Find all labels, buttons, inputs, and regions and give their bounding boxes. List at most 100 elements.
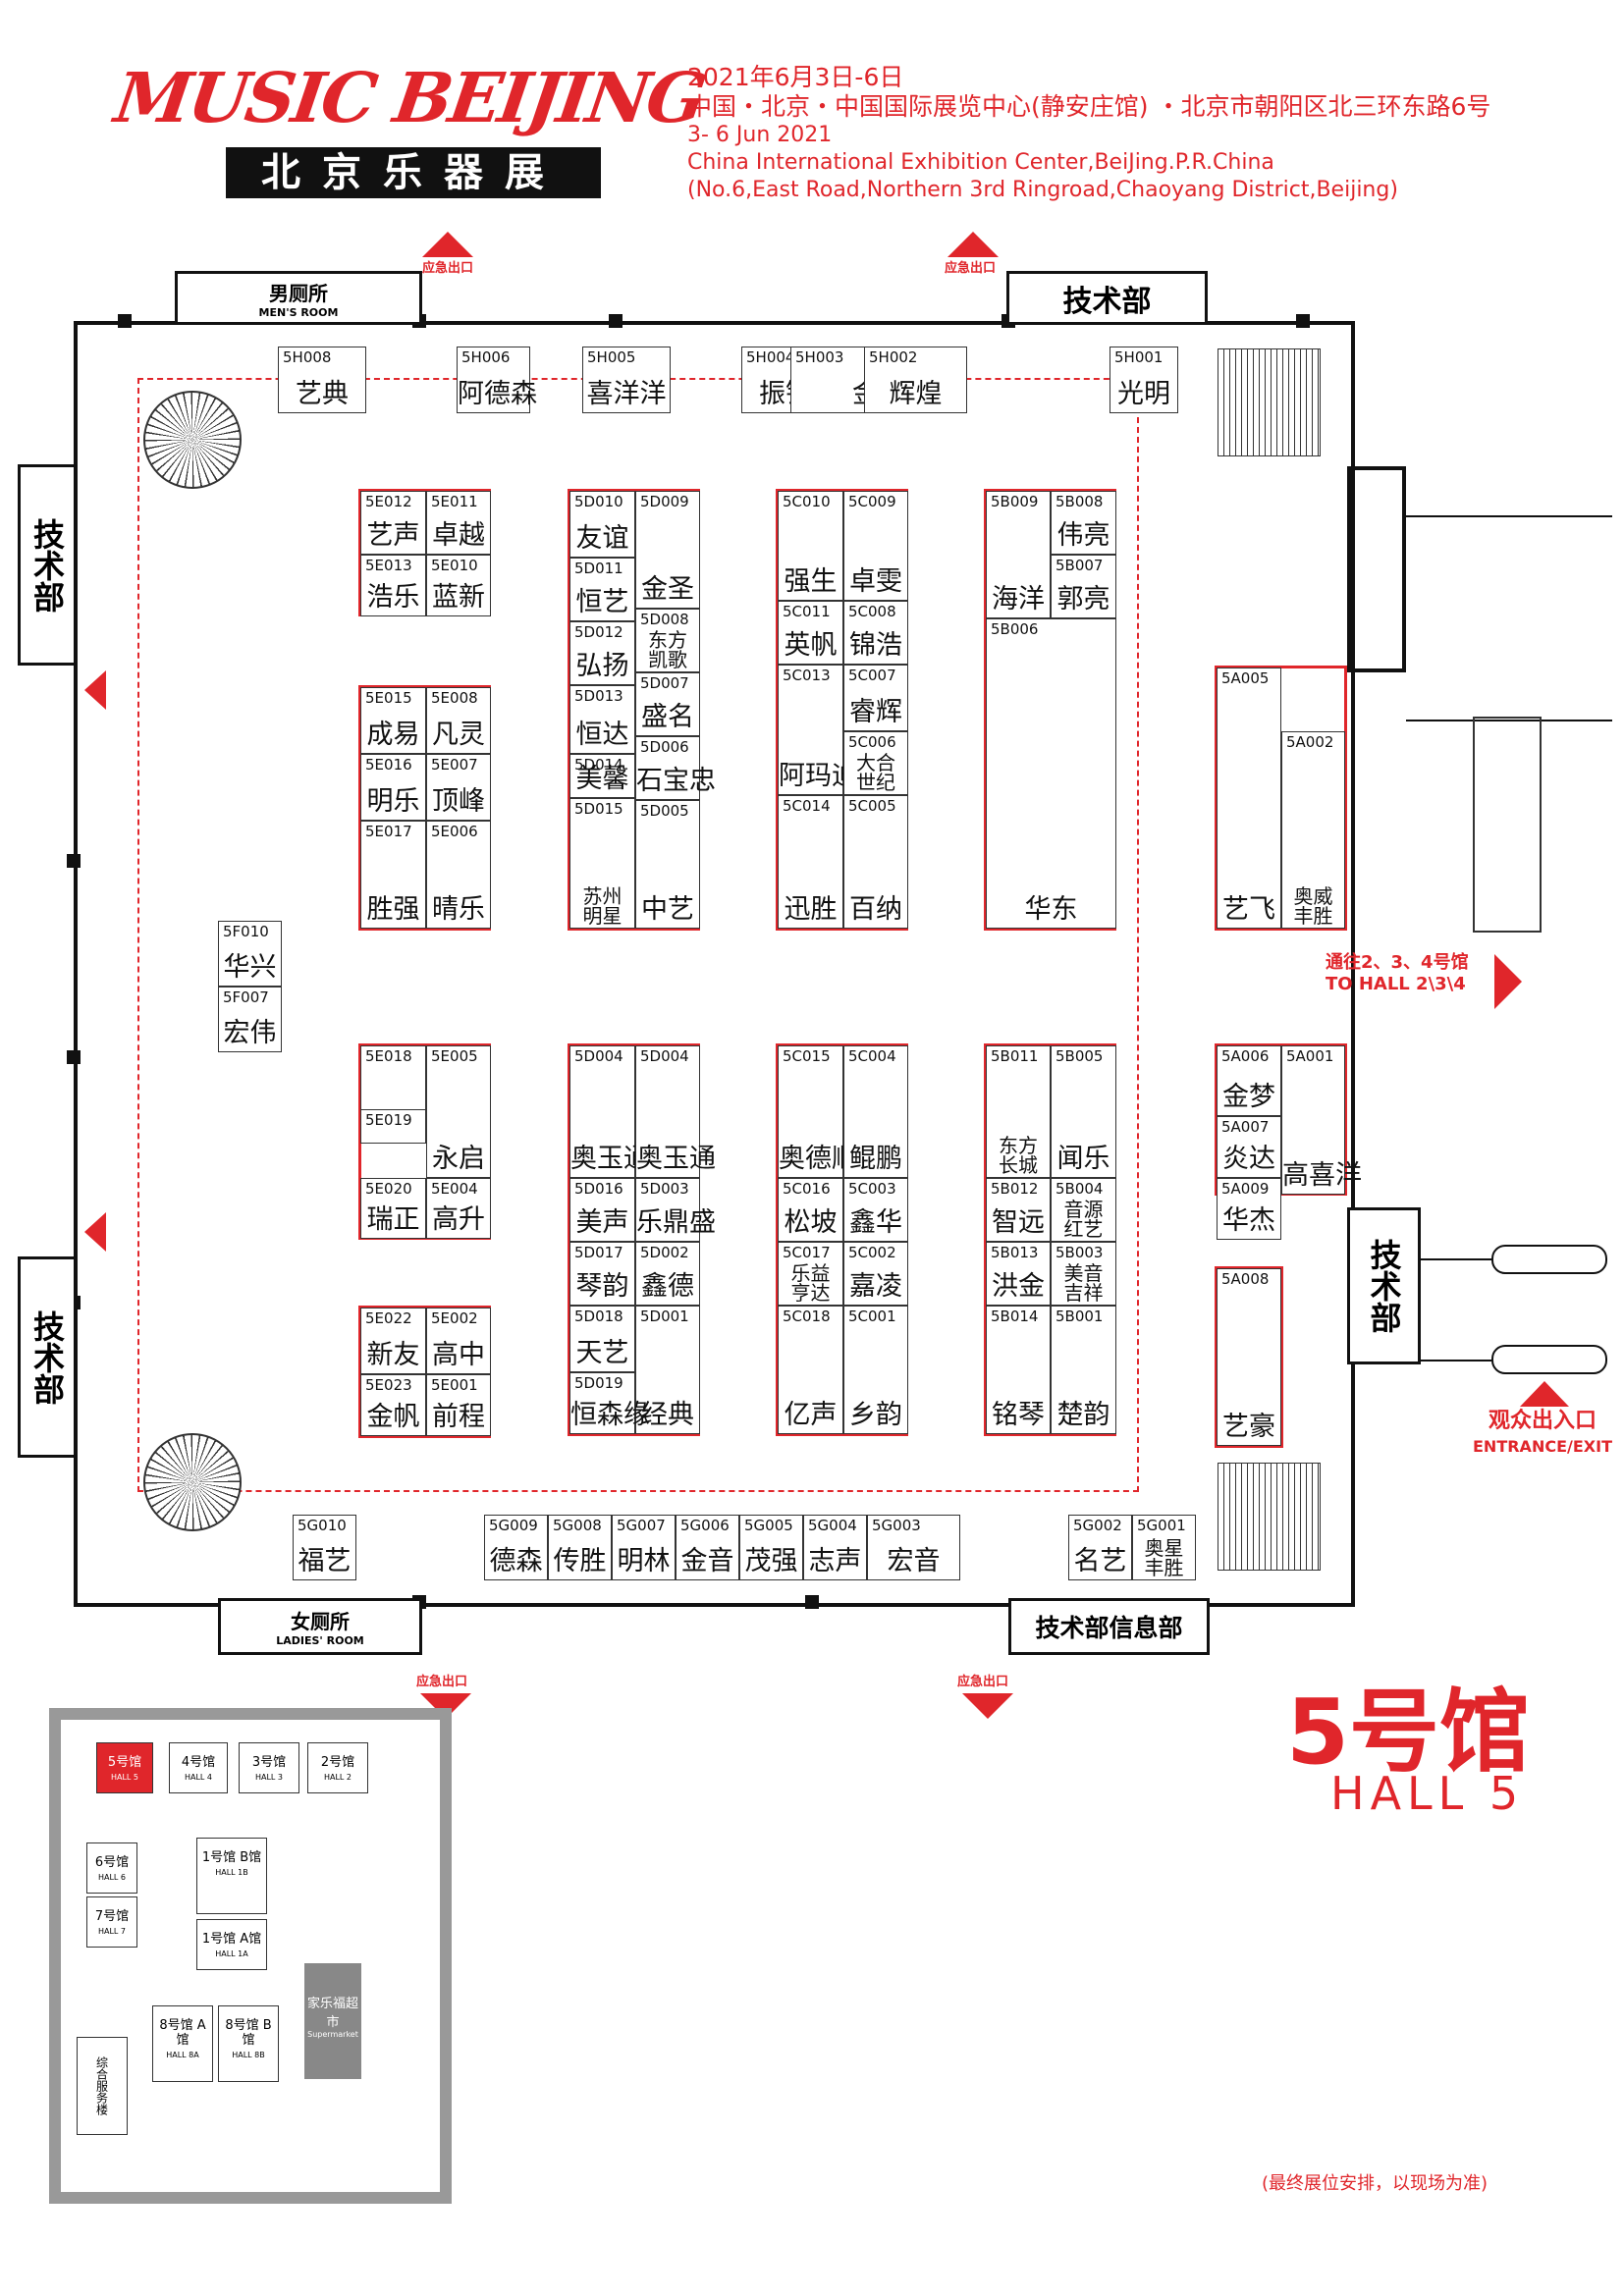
booth-code: 5H002 — [869, 348, 918, 366]
ladies-room: 女厕所 LADIES' ROOM — [218, 1598, 422, 1655]
booth-code: 5E005 — [431, 1047, 478, 1065]
booth-code: 5D003 — [640, 1180, 689, 1198]
ladies-room-label: 女厕所 — [291, 1610, 350, 1633]
booth-code: 5A002 — [1286, 733, 1334, 751]
booth-exhibitor-name: 凡灵 — [432, 720, 485, 750]
booth-exhibitor-name: 卓越 — [432, 520, 485, 551]
booth[interactable]: 5E019 — [360, 1109, 426, 1144]
booth-block — [1215, 1266, 1283, 1448]
